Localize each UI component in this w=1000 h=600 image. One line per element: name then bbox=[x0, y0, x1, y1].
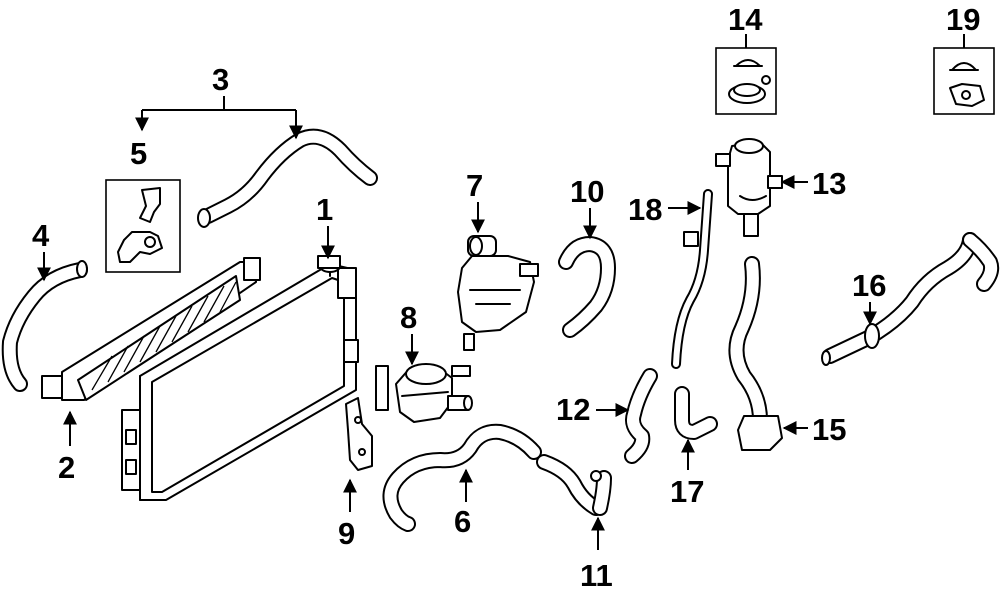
callout-8: 8 bbox=[400, 300, 417, 335]
callout-19: 19 bbox=[946, 2, 980, 37]
part-14-cap bbox=[715, 47, 777, 115]
callout-5: 5 bbox=[130, 136, 147, 171]
part-10-hose bbox=[558, 236, 616, 338]
part-2-shroud bbox=[41, 257, 261, 401]
leader-lines bbox=[37, 34, 965, 550]
part-6-hose bbox=[382, 423, 542, 532]
callout-15: 15 bbox=[812, 412, 846, 447]
callout-17: 17 bbox=[670, 474, 704, 509]
callout-6: 6 bbox=[454, 504, 471, 539]
shroud-hatching bbox=[91, 281, 237, 391]
part-13-reservoir bbox=[715, 138, 783, 237]
part-7-pump bbox=[457, 235, 539, 351]
callout-16: 16 bbox=[852, 268, 886, 303]
part-11-hose bbox=[536, 454, 612, 516]
callout-13: 13 bbox=[812, 166, 846, 201]
part-16-hose bbox=[821, 232, 1000, 366]
callout-14: 14 bbox=[728, 2, 763, 37]
part-1-radiator bbox=[121, 255, 359, 501]
callout-4: 4 bbox=[32, 218, 50, 253]
callout-1: 1 bbox=[316, 192, 333, 227]
part-12-hose bbox=[624, 368, 658, 464]
part-3-upper-hose bbox=[197, 128, 378, 228]
callout-12: 12 bbox=[556, 392, 590, 427]
callout-7: 7 bbox=[466, 168, 483, 203]
part-17-hose bbox=[674, 386, 718, 440]
callout-9: 9 bbox=[338, 516, 355, 551]
part-18-tube bbox=[671, 189, 713, 369]
callout-11: 11 bbox=[580, 558, 613, 593]
part-19-cap bbox=[933, 47, 995, 115]
callout-2: 2 bbox=[58, 450, 75, 485]
callout-18: 18 bbox=[628, 192, 662, 227]
part-4-hose bbox=[1, 260, 88, 392]
part-9-bracket bbox=[345, 397, 373, 471]
part-5-fittings bbox=[105, 179, 181, 273]
part-15-hose bbox=[728, 256, 783, 451]
callout-3: 3 bbox=[212, 62, 229, 97]
callout-10: 10 bbox=[570, 174, 604, 209]
part-8-pump bbox=[375, 363, 473, 423]
callout-labels: 1 2 3 4 5 6 7 8 9 10 11 12 13 14 15 16 1… bbox=[32, 2, 980, 593]
